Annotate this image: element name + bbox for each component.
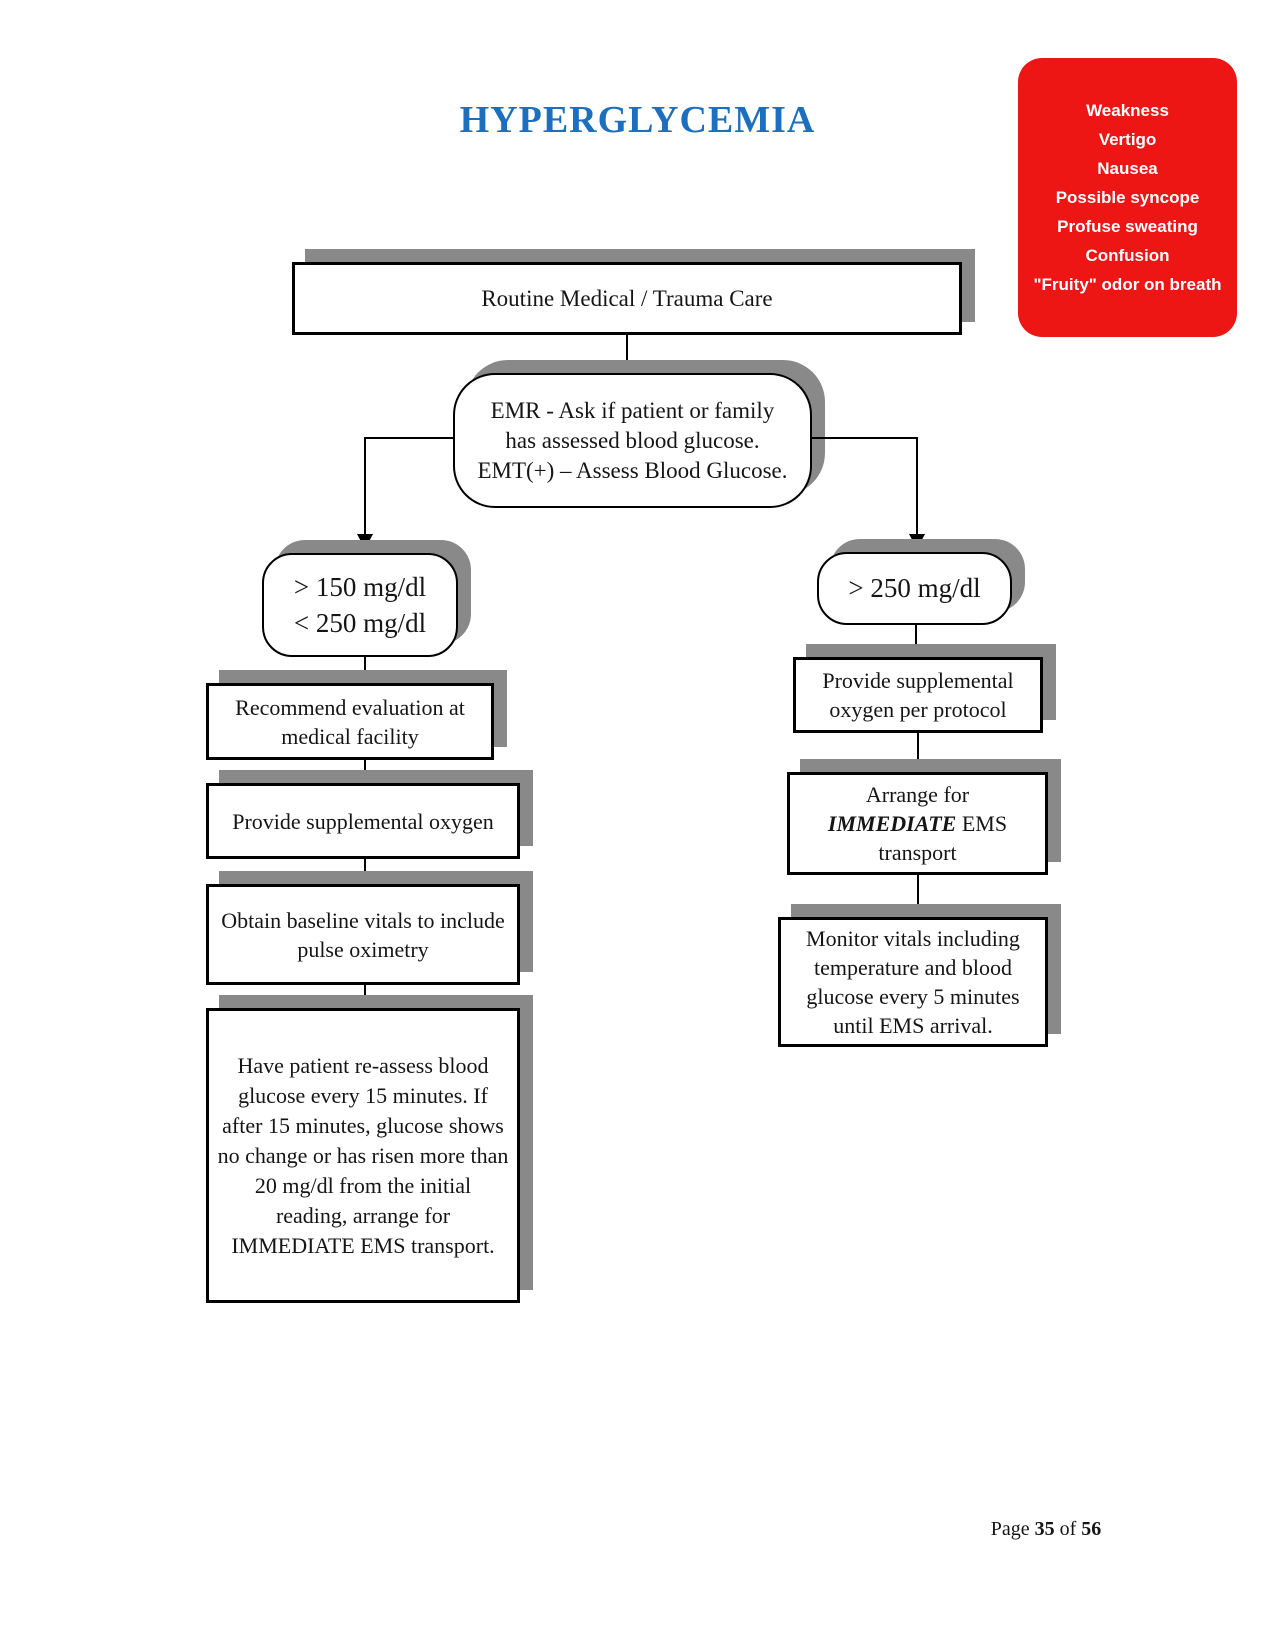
node-oxygen-per-protocol-label: Provide supplemental oxygen per protocol <box>822 668 1014 722</box>
connector-left-1 <box>364 657 366 683</box>
connector-right-2 <box>917 733 919 772</box>
range-line-2: < 250 mg/dl <box>293 608 427 638</box>
node-routine-care-label: Routine Medical / Trauma Care <box>481 286 773 311</box>
connector-right-1 <box>915 625 917 657</box>
node-range-150-250: > 150 mg/dl < 250 mg/dl <box>262 553 458 657</box>
node-monitor-vitals: Monitor vitals including temperature and… <box>778 917 1048 1047</box>
arrange-line-1: Arrange for <box>865 782 970 807</box>
arrowhead-right-branch-icon <box>909 534 925 549</box>
node-provide-oxygen-label: Provide supplemental oxygen <box>232 808 494 834</box>
arrange-line-2-rest: EMS <box>956 811 1008 836</box>
connector-left-3 <box>364 859 366 884</box>
arrowhead-left-branch-icon <box>357 534 373 549</box>
node-reassess-glucose: Have patient re-assess blood glucose eve… <box>206 1008 520 1303</box>
symptoms-panel: Weakness Vertigo Nausea Possible syncope… <box>1018 58 1237 337</box>
footer-prefix: Page <box>990 1518 1030 1540</box>
connector-right-3 <box>917 875 919 917</box>
node-assess-glucose: EMR - Ask if patient or family has asses… <box>453 373 812 508</box>
node-assess-glucose-label: EMR - Ask if patient or family has asses… <box>477 397 788 483</box>
connector-left-4 <box>364 985 366 1008</box>
node-obtain-vitals-label: Obtain baseline vitals to include pulse … <box>221 907 505 962</box>
node-obtain-vitals: Obtain baseline vitals to include pulse … <box>206 884 520 985</box>
symptom-item: Weakness <box>1086 101 1169 120</box>
node-oxygen-per-protocol: Provide supplemental oxygen per protocol <box>793 657 1043 733</box>
connector-assess-right-vertical <box>916 437 918 535</box>
symptom-item: Profuse sweating <box>1057 217 1198 236</box>
footer-total-pages: 56 <box>1081 1518 1102 1540</box>
node-routine-care: Routine Medical / Trauma Care <box>292 262 962 335</box>
node-range-250-label: > 250 mg/dl <box>848 573 981 603</box>
node-reassess-glucose-label: Have patient re-assess blood glucose eve… <box>217 1052 509 1258</box>
node-monitor-vitals-label: Monitor vitals including temperature and… <box>806 926 1020 1038</box>
arrange-line-3: transport <box>878 840 957 865</box>
symptom-item: "Fruity" odor on breath <box>1033 275 1222 294</box>
footer-current-page: 35 <box>1034 1518 1055 1540</box>
connector-assess-left-vertical <box>364 437 366 535</box>
node-recommend-evaluation: Recommend evaluation at medical facility <box>206 683 494 760</box>
connector-assess-left-horizontal <box>364 437 453 439</box>
symptom-item: Confusion <box>1085 246 1170 265</box>
symptom-item: Nausea <box>1097 159 1158 178</box>
node-arrange-transport: Arrange for IMMEDIATE EMS transport <box>787 772 1048 875</box>
node-recommend-evaluation-label: Recommend evaluation at medical facility <box>235 694 465 749</box>
node-provide-oxygen: Provide supplemental oxygen <box>206 783 520 859</box>
connector-routine-to-assess <box>626 335 628 373</box>
immediate-emphasis: IMMEDIATE <box>827 811 957 836</box>
page-title: HYPERGLYCEMIA <box>459 99 816 141</box>
node-range-250: > 250 mg/dl <box>817 552 1012 625</box>
range-line-1: > 150 mg/dl <box>293 572 427 602</box>
arrange-line-2: IMMEDIATE EMS <box>828 809 1007 838</box>
footer-middle: of <box>1059 1518 1077 1540</box>
connector-assess-right-horizontal <box>812 437 918 439</box>
symptom-item: Vertigo <box>1098 130 1157 149</box>
symptom-item: Possible syncope <box>1055 188 1200 207</box>
connector-left-2 <box>364 760 366 783</box>
